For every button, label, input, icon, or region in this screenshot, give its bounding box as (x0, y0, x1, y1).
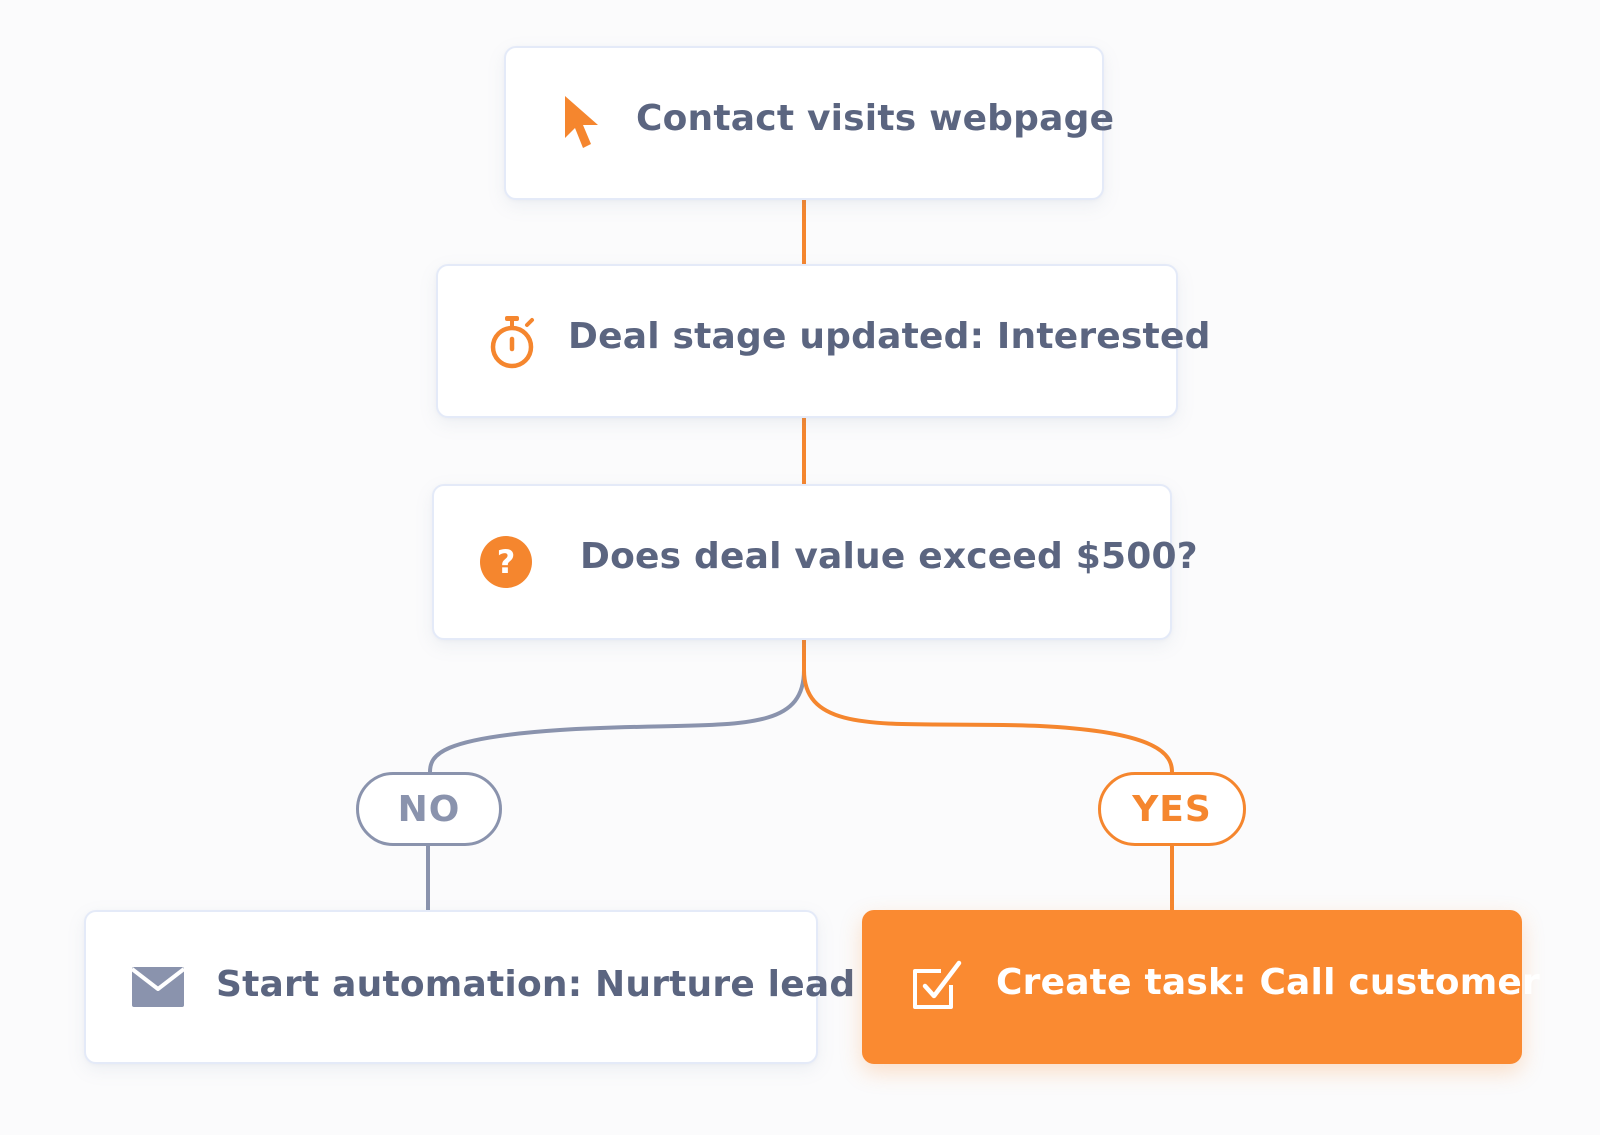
condition-label: Does deal value exceed $500? (580, 536, 1198, 577)
nurture-lead-label: Start automation: Nurture lead (216, 964, 856, 1005)
trigger-node[interactable]: Contact visits webpage (504, 46, 1114, 200)
create-task-node[interactable]: Create task: Call customer (862, 910, 1540, 1064)
no-branch-badge[interactable]: NO (356, 772, 502, 846)
deal-stage-node[interactable]: Deal stage updated: Interested (436, 264, 1210, 418)
nurture-lead-node[interactable]: Start automation: Nurture lead (84, 910, 855, 1064)
stopwatch-icon (484, 312, 540, 372)
create-task-label: Create task: Call customer (996, 962, 1540, 1003)
question-circle-icon: ? (478, 534, 534, 590)
checkbox-check-icon (908, 956, 968, 1016)
yes-branch-badge[interactable]: YES (1098, 772, 1246, 846)
envelope-icon (130, 964, 186, 1010)
connector-condition-to-no (428, 640, 806, 773)
condition-node[interactable]: ? Does deal value exceed $500? (432, 484, 1198, 640)
connector-condition-to-yes (802, 640, 1174, 773)
trigger-label: Contact visits webpage (636, 98, 1115, 139)
svg-text:?: ? (497, 543, 516, 581)
cursor-arrow-icon (554, 92, 614, 152)
deal-stage-label: Deal stage updated: Interested (568, 316, 1211, 357)
